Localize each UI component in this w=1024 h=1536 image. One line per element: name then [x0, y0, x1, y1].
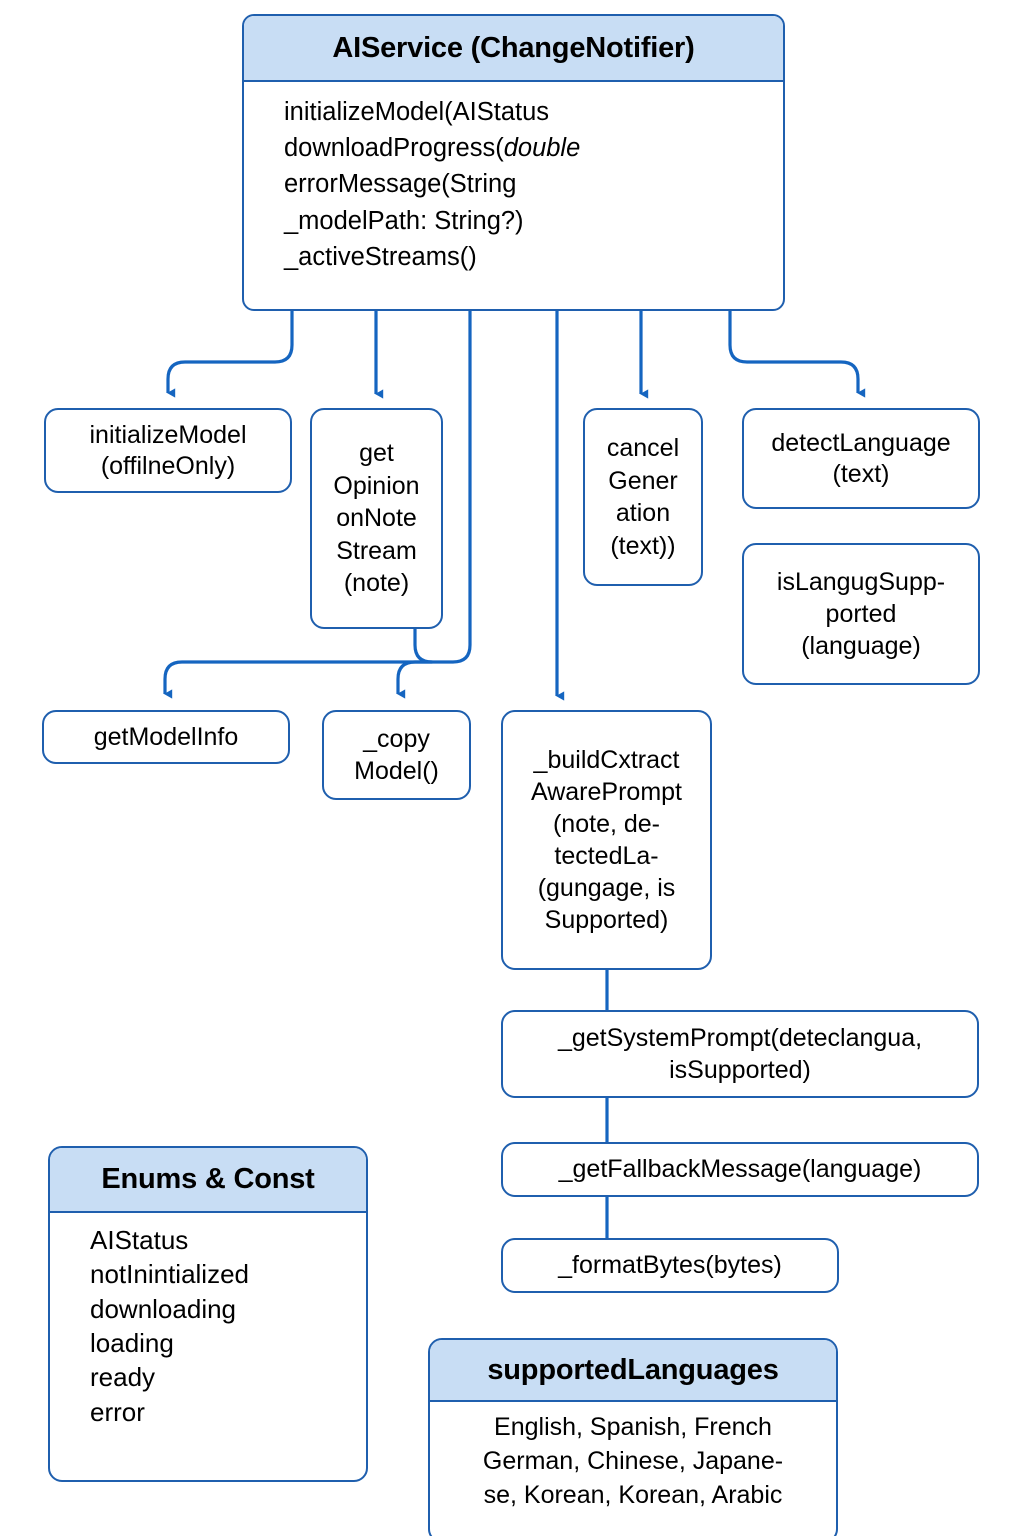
node-line: _formatBytes(bytes) — [558, 1251, 782, 1280]
node-line: ported — [825, 600, 897, 628]
class-members-aiservice: initializeModel(AIStatus downloadProgres… — [244, 82, 783, 309]
class-members-supported-languages: English, Spanish, French German, Chinese… — [430, 1402, 836, 1536]
node-is-language-supported[interactable]: isLangugSupp- ported (language) — [742, 543, 980, 685]
node-label-cancel-generation: cancel Gener ation (text)) — [585, 410, 701, 584]
node-label-detect-language: detectLanguage (text) — [744, 410, 978, 507]
node-label-get-fallback-message: _getFallbackMessage(language) — [503, 1144, 977, 1195]
node-line: get — [359, 439, 394, 468]
node-get-opinion-on-note-stream[interactable]: get Opinion onNote Stream (note) — [310, 408, 443, 629]
node-line: _getSystemPrompt(deteclangua, — [557, 1024, 923, 1052]
member-line: errorMessage(String — [284, 170, 517, 199]
node-build-context-aware-prompt[interactable]: _buildCxtract AwarePrompt (note, de- tec… — [501, 710, 712, 970]
node-get-system-prompt[interactable]: _getSystemPrompt(deteclangua, isSupporte… — [501, 1010, 979, 1098]
node-line: tectedLa- — [554, 842, 659, 870]
node-line: detectLanguage — [771, 429, 951, 457]
enum-line: ready — [90, 1362, 156, 1393]
enum-line: error — [90, 1396, 145, 1427]
node-label-is-language-supported: isLangugSupp- ported (language) — [744, 545, 978, 683]
enum-line: loading — [90, 1327, 174, 1358]
member-line: _activeStreams() — [284, 242, 477, 271]
node-initialize-model[interactable]: initializeModel (offilneOnly) — [44, 408, 292, 493]
class-box-supported-languages[interactable]: supportedLanguages English, Spanish, Fre… — [428, 1338, 838, 1536]
node-format-bytes[interactable]: _formatBytes(bytes) — [501, 1238, 839, 1293]
node-line: AwarePrompt — [531, 778, 682, 806]
node-line: (offilneOnly) — [100, 451, 236, 480]
language-line: English, Spanish, French — [494, 1413, 772, 1441]
member-line: _modelPath: String?) — [284, 206, 524, 235]
node-line: Stream — [336, 536, 417, 565]
node-line: (note) — [343, 569, 410, 598]
node-label-build-context-aware-prompt: _buildCxtract AwarePrompt (note, de- tec… — [503, 712, 710, 968]
node-get-fallback-message[interactable]: _getFallbackMessage(language) — [501, 1142, 979, 1197]
enum-line: notInintialized — [90, 1259, 249, 1290]
node-label-get-model-info: getModelInfo — [44, 712, 288, 762]
node-line: isSupported) — [669, 1056, 811, 1084]
node-line: (language) — [801, 632, 921, 660]
node-line: Model() — [354, 757, 439, 785]
node-line: (text) — [832, 459, 890, 488]
node-detect-language[interactable]: detectLanguage (text) — [742, 408, 980, 509]
node-line: onNote — [336, 504, 417, 533]
language-line: German, Chinese, Japane- — [482, 1447, 784, 1475]
class-box-enums-const[interactable]: Enums & Const AIStatus notInintialized d… — [48, 1146, 368, 1482]
node-copy-model[interactable]: _copy Model() — [322, 710, 471, 800]
node-line: _getFallbackMessage(language) — [558, 1155, 922, 1184]
node-label-get-opinion: get Opinion onNote Stream (note) — [312, 410, 441, 627]
node-line: Gener — [608, 466, 678, 495]
node-line: (note, de- — [552, 810, 660, 838]
node-line: ation — [615, 499, 671, 527]
node-line: initializeModel — [89, 421, 247, 449]
node-line: isLangugSupp- — [776, 568, 946, 596]
node-label-copy-model: _copy Model() — [324, 712, 469, 798]
node-line: (gungage, is — [537, 874, 676, 902]
class-title-supported-languages: supportedLanguages — [430, 1340, 836, 1402]
node-line: Supported) — [544, 906, 669, 934]
language-line: se, Korean, Korean, Arabic — [483, 1481, 783, 1509]
node-cancel-generation[interactable]: cancel Gener ation (text)) — [583, 408, 703, 586]
member-line: initializeModel(AIStatus — [284, 98, 550, 126]
node-label-initialize-model: initializeModel (offilneOnly) — [46, 410, 290, 491]
node-label-format-bytes: _formatBytes(bytes) — [503, 1240, 837, 1291]
edge-get-opinion-copy-model — [396, 629, 434, 699]
node-line: _copy — [363, 725, 430, 753]
class-title-aiservice: AIService (ChangeNotifier) — [244, 16, 783, 82]
class-title-enums-const: Enums & Const — [50, 1148, 366, 1213]
edge-aiservice-initialize-model — [166, 311, 294, 398]
node-line: cancel — [606, 434, 680, 462]
enum-line: AIStatus — [90, 1225, 189, 1255]
enum-line: downloading — [90, 1293, 237, 1324]
node-line: (text)) — [610, 531, 676, 560]
node-label-get-system-prompt: _getSystemPrompt(deteclangua, isSupporte… — [503, 1012, 977, 1096]
class-box-aiservice[interactable]: AIService (ChangeNotifier) initializeMod… — [242, 14, 785, 311]
class-members-enums-const: AIStatus notInintialized downloading loa… — [50, 1213, 366, 1480]
node-get-model-info[interactable]: getModelInfo — [42, 710, 290, 764]
edge-aiservice-detect-language — [728, 311, 866, 398]
node-line: _buildCxtract — [533, 746, 680, 774]
node-line: getModelInfo — [93, 722, 239, 751]
member-line: downloadProgress(double — [284, 134, 581, 163]
node-line: Opinion — [333, 471, 420, 500]
